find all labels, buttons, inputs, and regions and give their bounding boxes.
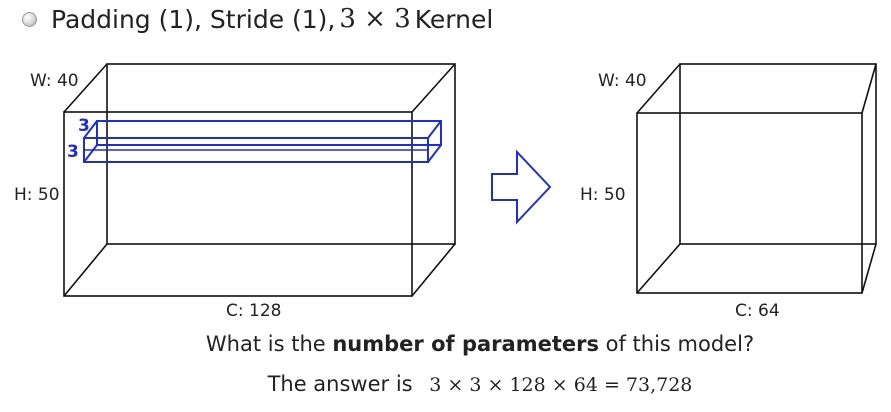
answer-equation: 3 × 3 × 128 × 64 = 73,728 bbox=[429, 374, 693, 396]
kernel-label-depth: 3 bbox=[78, 116, 90, 136]
input-volume bbox=[63, 63, 456, 297]
output-channel-label: C: 64 bbox=[735, 301, 780, 321]
slide-title: Padding (1), Stride (1), 3 × 3 Kernel bbox=[22, 4, 493, 34]
question-emphasis: number of parameters bbox=[332, 332, 599, 356]
title-prefix: Padding (1), Stride (1), bbox=[51, 4, 336, 34]
answer-text: The answer is 3 × 3 × 128 × 64 = 73,728 bbox=[0, 372, 891, 396]
output-back-face bbox=[679, 63, 877, 245]
title-kernel-math: 3 × 3 bbox=[339, 4, 411, 34]
question-text: What is the number of parameters of this… bbox=[0, 332, 891, 356]
output-volume bbox=[636, 63, 877, 294]
answer-prefix: The answer is bbox=[267, 372, 413, 396]
question-after: of this model? bbox=[605, 332, 755, 356]
input-width-label: W: 40 bbox=[30, 71, 79, 91]
right-arrow-icon bbox=[491, 149, 552, 225]
question-before: What is the bbox=[205, 332, 326, 356]
input-height-label: H: 50 bbox=[14, 185, 60, 205]
kernel-slab bbox=[83, 120, 442, 163]
output-width-label: W: 40 bbox=[598, 71, 647, 91]
input-front-face bbox=[63, 111, 413, 297]
output-front-face bbox=[636, 112, 863, 294]
input-back-face bbox=[106, 63, 456, 245]
bullet-icon bbox=[22, 11, 37, 27]
kernel-label-height: 3 bbox=[67, 142, 79, 162]
title-suffix: Kernel bbox=[414, 4, 494, 34]
output-height-label: H: 50 bbox=[580, 185, 626, 205]
input-channel-label: C: 128 bbox=[226, 301, 281, 321]
